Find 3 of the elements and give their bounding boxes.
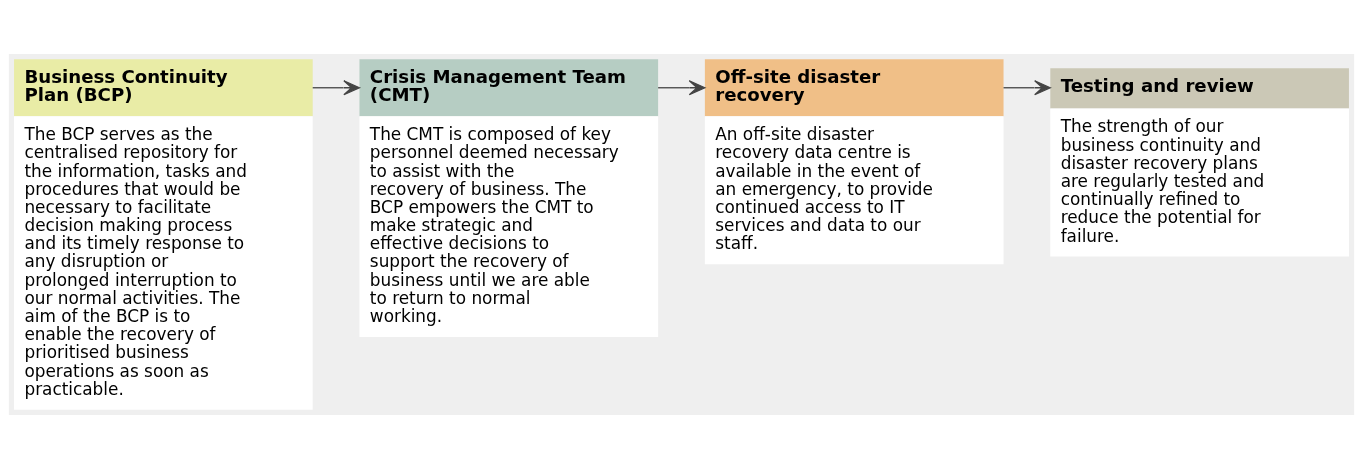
arrow [657,80,706,96]
arrow [312,80,361,96]
arrow [1002,80,1051,96]
